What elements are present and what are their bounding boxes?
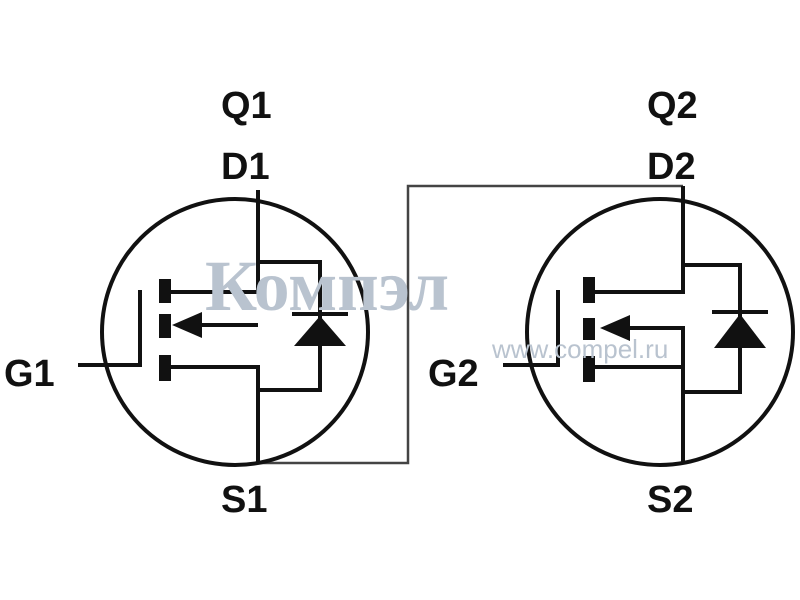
q2-diode-icon	[714, 314, 766, 348]
q2-channel-top	[583, 277, 595, 303]
q1-channel-top	[159, 279, 171, 303]
q2-gate-lead	[503, 290, 560, 367]
q2-channel-mid	[583, 318, 595, 340]
g2-label: G2	[428, 353, 479, 395]
g1-label: G1	[4, 353, 55, 395]
q2-channel-bottom	[583, 356, 595, 382]
q1-channel-bottom	[159, 355, 171, 381]
d2-label: D2	[647, 146, 696, 188]
watermark-url: www.compel.ru	[491, 334, 668, 364]
mosfet-q2	[503, 186, 795, 467]
d1-label: D1	[221, 146, 270, 188]
q2-drain-lead	[595, 186, 685, 294]
q2-arrow-icon	[600, 315, 630, 341]
watermark: Компэл www.compel.ru	[205, 246, 668, 364]
q1-label: Q1	[221, 85, 272, 127]
s1-label: S1	[221, 479, 267, 521]
q1-source-lead	[170, 365, 260, 463]
q1-channel-mid	[159, 314, 171, 338]
s2-label: S2	[647, 479, 693, 521]
q1-gate-lead	[78, 290, 142, 367]
q2-label: Q2	[647, 85, 698, 127]
q2-body-circle	[525, 197, 795, 467]
q1-drain-lead	[170, 190, 260, 294]
q1-diode-icon	[294, 316, 346, 346]
q1-body-circle	[100, 197, 370, 467]
q1-arrow-icon	[172, 312, 202, 338]
watermark-logo: Компэл	[205, 246, 449, 326]
q2-source-lead	[630, 326, 685, 463]
s1-d2-wire	[258, 184, 683, 465]
mosfet-q1	[78, 190, 370, 467]
